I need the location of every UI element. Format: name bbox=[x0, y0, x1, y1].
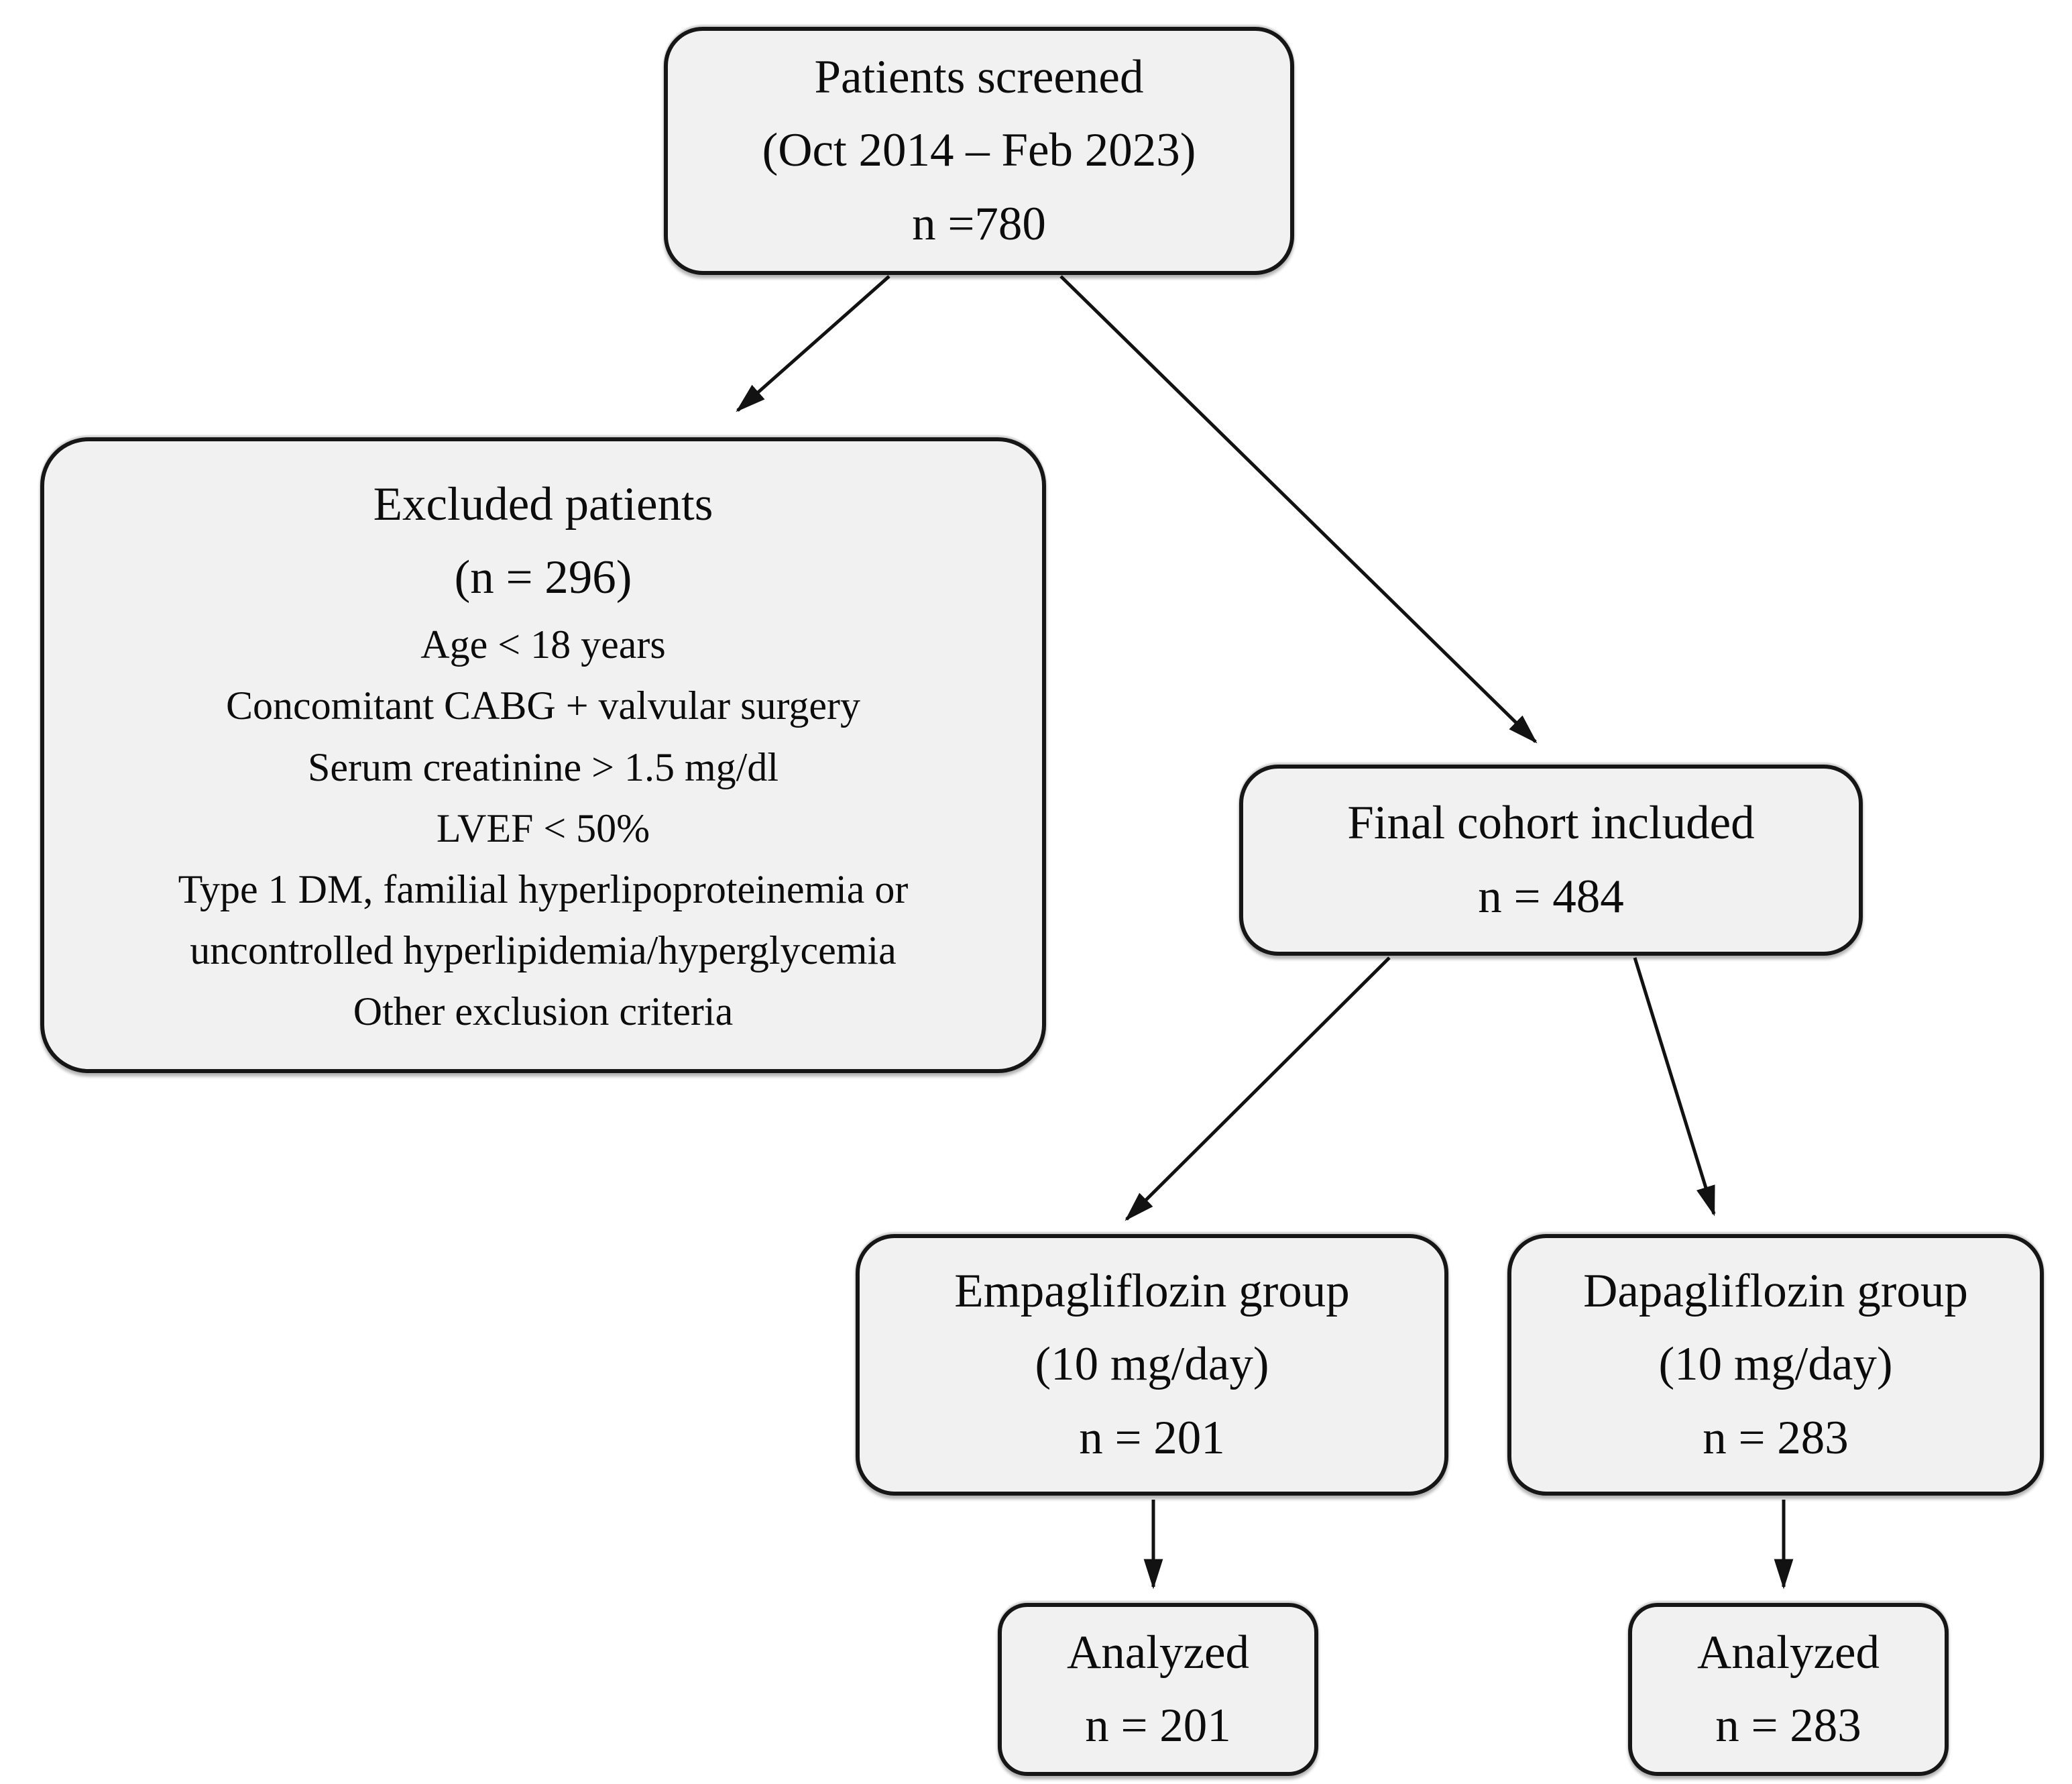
empagliflozin-title: Empagliflozin group bbox=[954, 1265, 1350, 1317]
excluded-criterion-dm-line2: uncontrolled hyperlipidemia/hyperglycemi… bbox=[190, 928, 897, 973]
final-cohort-title: Final cohort included bbox=[1347, 797, 1755, 850]
node-analyzed-dapagliflozin: Analyzed n = 283 bbox=[1628, 1603, 1949, 1776]
excluded-criterion-other: Other exclusion criteria bbox=[353, 989, 734, 1034]
excluded-count: (n = 296) bbox=[454, 551, 632, 604]
final-cohort-count: n = 484 bbox=[1478, 870, 1624, 923]
excluded-criterion-lvef: LVEF < 50% bbox=[436, 805, 650, 850]
arrow-final-cohort-to-dapagliflozin bbox=[1633, 957, 1716, 1217]
node-final-cohort: Final cohort included n = 484 bbox=[1239, 765, 1863, 956]
analyzed-empa-title: Analyzed bbox=[1066, 1626, 1250, 1679]
node-analyzed-empagliflozin: Analyzed n = 201 bbox=[998, 1603, 1318, 1776]
patients-screened-period: (Oct 2014 – Feb 2023) bbox=[762, 124, 1196, 177]
node-empagliflozin-group: Empagliflozin group (10 mg/day) n = 201 bbox=[856, 1234, 1448, 1496]
analyzed-dapa-count: n = 283 bbox=[1715, 1699, 1861, 1752]
analyzed-dapa-title: Analyzed bbox=[1696, 1626, 1880, 1679]
node-excluded-patients: Excluded patients (n = 296) Age < 18 yea… bbox=[40, 437, 1046, 1073]
empagliflozin-dose: (10 mg/day) bbox=[1035, 1338, 1269, 1391]
arrow-final-cohort-to-empagliflozin bbox=[1125, 956, 1391, 1221]
empagliflozin-count: n = 201 bbox=[1079, 1411, 1225, 1464]
node-patients-screened: Patients screened (Oct 2014 – Feb 2023) … bbox=[664, 27, 1294, 275]
dapagliflozin-count: n = 283 bbox=[1703, 1411, 1849, 1464]
dapagliflozin-dose: (10 mg/day) bbox=[1658, 1338, 1893, 1391]
dapagliflozin-title: Dapagliflozin group bbox=[1583, 1265, 1968, 1317]
analyzed-empa-count: n = 201 bbox=[1085, 1699, 1231, 1752]
excluded-criterion-creatinine: Serum creatinine > 1.5 mg/dl bbox=[307, 744, 779, 789]
excluded-criterion-dm-line1: Type 1 DM, familial hyperlipoproteinemia… bbox=[178, 867, 909, 911]
excluded-criterion-cabg: Concomitant CABG + valvular surgery bbox=[226, 683, 860, 728]
arrow-screened-to-final-cohort bbox=[1059, 275, 1538, 744]
patients-screened-count: n =780 bbox=[912, 197, 1046, 250]
excluded-criterion-age: Age < 18 years bbox=[420, 622, 666, 667]
node-dapagliflozin-group: Dapagliflozin group (10 mg/day) n = 283 bbox=[1507, 1234, 2044, 1496]
arrow-screened-to-excluded bbox=[736, 275, 890, 412]
excluded-title: Excluded patients bbox=[373, 478, 713, 531]
patients-screened-title: Patients screened bbox=[814, 51, 1144, 103]
